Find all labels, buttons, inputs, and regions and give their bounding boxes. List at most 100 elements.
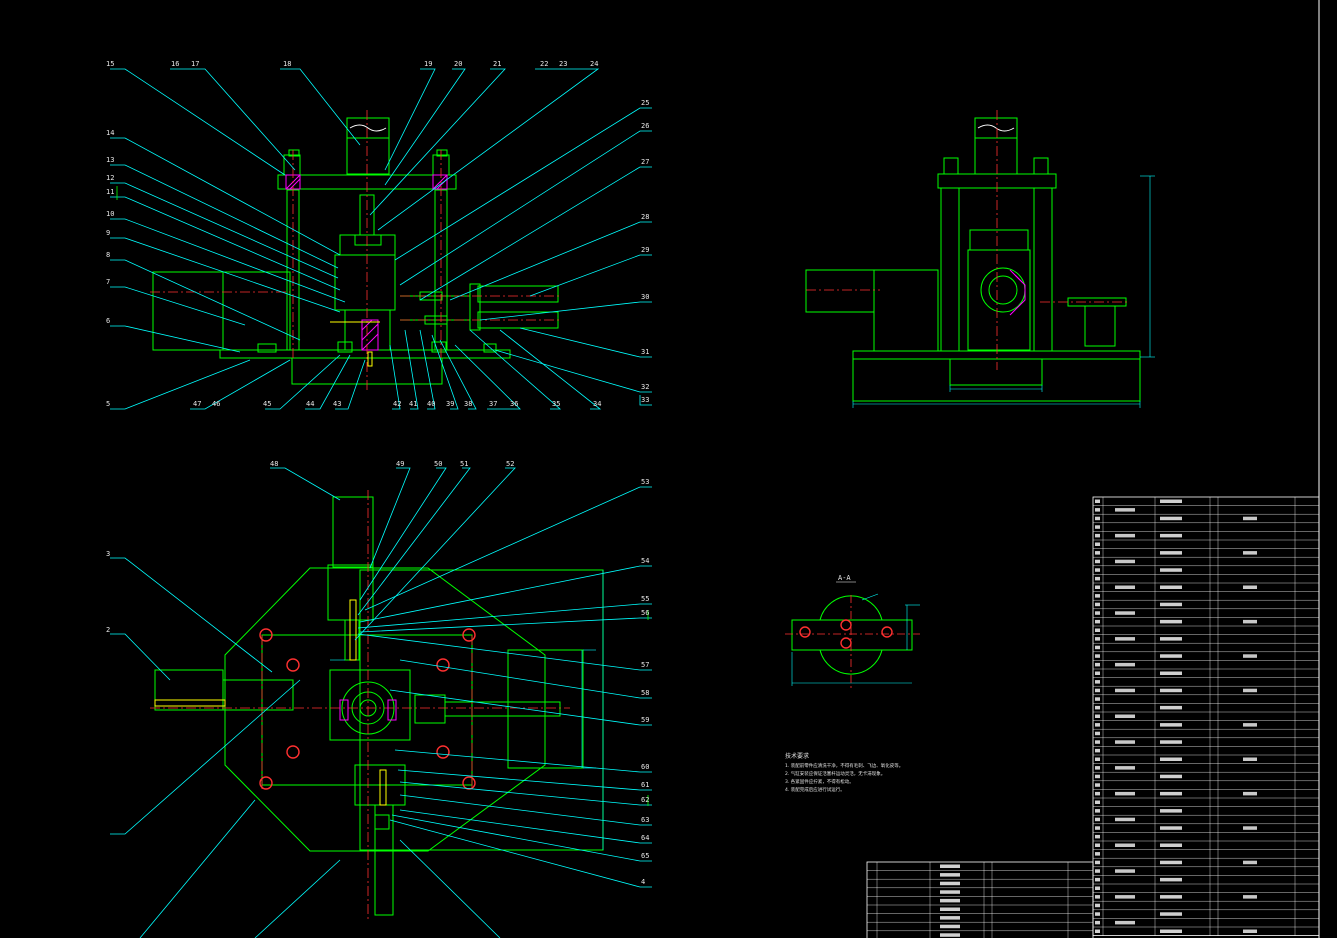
front-view-leader-lines <box>110 68 652 410</box>
part-number-label: 24 <box>590 60 598 68</box>
bom-cell-text <box>1160 912 1182 916</box>
bom-cell-text <box>1115 585 1135 589</box>
part-number-label: 30 <box>641 293 649 301</box>
title-block-frame <box>866 861 1094 938</box>
bom-cell-text <box>1095 852 1100 856</box>
bom-cell-text <box>1095 903 1100 908</box>
bom-cell-text <box>1095 843 1100 847</box>
title-cell-text <box>940 881 960 886</box>
bom-cell-text <box>1095 568 1100 572</box>
front-view-section-hatch <box>285 174 448 351</box>
bom-cell-text <box>1095 688 1100 693</box>
top-view-leader-lines <box>110 467 652 938</box>
bom-cell-text <box>1095 826 1100 830</box>
note-4: 4. 装配完成后应进行试运行。 <box>785 786 845 793</box>
bom-cell-text <box>1160 516 1182 521</box>
bom-cell-text <box>1243 516 1257 521</box>
part-number-label: 37 <box>489 400 497 408</box>
front-view-centerlines <box>150 110 560 390</box>
title-cell-text <box>940 873 960 877</box>
bom-cell-text <box>1115 508 1135 512</box>
part-number-label: 60 <box>641 763 649 771</box>
part-number-label: 22 <box>540 60 548 68</box>
part-number-label: 55 <box>641 595 649 603</box>
section-mark: A-A <box>838 574 851 582</box>
part-number-label: 42 <box>393 400 401 408</box>
part-number-label: 27 <box>641 158 649 166</box>
bom-cell-text <box>1095 877 1100 882</box>
top-view-dimensions <box>330 570 604 850</box>
bom-cell-text <box>1243 551 1257 555</box>
bom-cell-text <box>1095 740 1100 744</box>
bom-cell-text <box>1095 628 1100 632</box>
bom-cell-text <box>1095 705 1100 710</box>
part-number-label: 29 <box>641 246 649 254</box>
part-number-label: 11 <box>106 188 114 196</box>
part-number-label: 53 <box>641 478 649 486</box>
part-number-label: 39 <box>446 400 454 408</box>
bom-cell-text <box>1160 860 1182 865</box>
bom-cell-text <box>1160 654 1182 658</box>
part-number-label: 3 <box>106 550 110 558</box>
part-number-label: 54 <box>641 557 649 565</box>
bom-cell-text <box>1115 895 1135 899</box>
bom-cell-text <box>1095 714 1100 718</box>
bom-cell-text <box>1243 723 1257 727</box>
bom-cell-text <box>1095 662 1100 667</box>
notes-title: 技术要求 <box>785 752 809 760</box>
bom-cell-text <box>1095 869 1100 873</box>
part-number-label: 48 <box>270 460 278 468</box>
bom-cell-text <box>1160 877 1182 882</box>
bom-cell-text <box>1160 705 1182 710</box>
bom-cell-text <box>1095 576 1100 581</box>
bom-cell-text <box>1160 774 1182 779</box>
bom-cell-text <box>1095 602 1100 607</box>
part-number-label: 20 <box>454 60 462 68</box>
note-3: 3. 各紧固件应拧紧，不得有松动。 <box>785 778 854 785</box>
side-view-details <box>806 110 1130 370</box>
part-number-label: 47 <box>193 400 201 408</box>
part-number-label: 33 <box>641 396 649 404</box>
bom-cell-text <box>1115 920 1135 925</box>
part-number-label: 65 <box>641 852 649 860</box>
bom-cell-text <box>1115 533 1135 538</box>
bom-cell-text <box>1243 688 1257 693</box>
part-number-label: 19 <box>424 60 432 68</box>
bom-cell-text <box>1160 895 1182 899</box>
note-1: 1. 装配前零件应清洗干净，不得有毛刺、飞边、氧化皮等。 <box>785 762 903 769</box>
bom-cell-text <box>1160 499 1182 503</box>
title-cell-text <box>940 916 960 920</box>
bom-cell-text <box>1160 723 1182 727</box>
side-view-hatch <box>1009 269 1026 316</box>
bom-cell-text <box>1160 637 1182 641</box>
title-cell-text <box>940 907 960 911</box>
part-number-label: 35 <box>552 400 560 408</box>
title-cell-text <box>940 924 960 929</box>
bom-cell-text <box>1095 748 1100 753</box>
top-view-centerlines <box>150 490 570 920</box>
bom-cell-text <box>1115 817 1135 822</box>
bom-cell-text <box>1115 688 1135 693</box>
part-number-label: 36 <box>510 400 518 408</box>
front-view-yellow-parts <box>330 321 380 367</box>
bom-cell-text <box>1095 731 1100 736</box>
bom-cell-text <box>1160 602 1182 607</box>
bom-cell-text <box>1243 895 1257 899</box>
part-number-label: 46 <box>212 400 220 408</box>
bom-cell-text <box>1095 723 1100 727</box>
part-number-label: 61 <box>641 781 649 789</box>
bom-cell-text <box>1160 568 1182 572</box>
bom-cell-text <box>1095 817 1100 822</box>
bom-cell-text <box>1095 542 1100 546</box>
part-number-label: 25 <box>641 99 649 107</box>
part-number-label: 51 <box>460 460 468 468</box>
bom-cell-text <box>1095 834 1100 839</box>
bom-cell-text <box>1160 843 1182 847</box>
part-number-label: 7 <box>106 278 110 286</box>
part-number-label: 56 <box>641 609 649 617</box>
bom-cell-text <box>1095 697 1100 701</box>
part-number-label: 2 <box>106 626 110 634</box>
